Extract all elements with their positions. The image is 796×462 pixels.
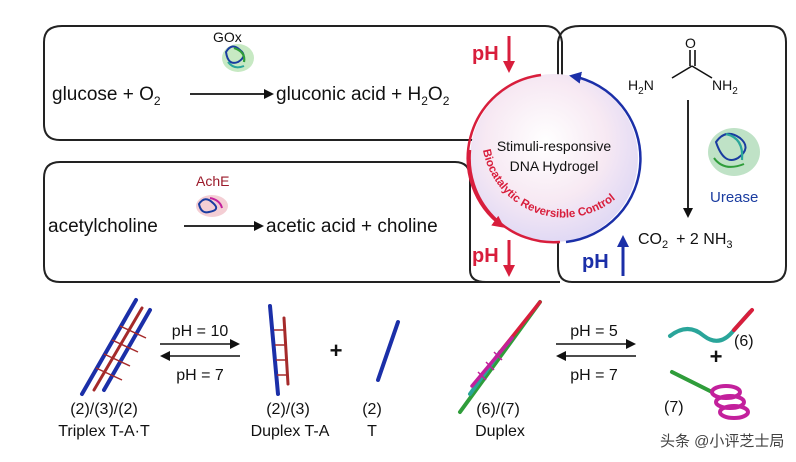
co-text: CO [638, 231, 662, 248]
co2-sub: 2 [662, 239, 668, 251]
gox-enzyme-icon [222, 44, 254, 72]
glucose-text: glucose + O [52, 84, 154, 105]
strand-7-coil [710, 384, 750, 420]
circle-line1: Stimuli-responsive [497, 138, 612, 154]
right-box [557, 25, 787, 283]
strand-6-wave [668, 310, 752, 343]
ph-top-label: pH [472, 43, 499, 65]
triplex-strands [80, 298, 152, 396]
gluconic-products: gluconic acid + H2O2 [276, 84, 450, 108]
glucose-reactant: glucose + O2 [52, 84, 161, 108]
urea-nh-sub: 2 [732, 86, 738, 97]
strand-6-tail [732, 308, 754, 332]
nh3-sub: 3 [726, 239, 732, 251]
o2-subscript: 2 [154, 94, 161, 108]
duplex-67-label1: (6)/(7) [476, 401, 520, 418]
eq1-top-label: pH = 10 [172, 323, 229, 340]
eq2-bottom-label: pH = 7 [570, 367, 618, 384]
t-label1: (2) [362, 401, 382, 418]
nh-text: + 2 NH [676, 231, 726, 248]
gox-label: GOx [213, 29, 242, 45]
acetic-products: acetic acid + choline [266, 216, 438, 237]
eq2-top-label: pH = 5 [570, 323, 618, 340]
ache-enzyme-icon [196, 195, 228, 217]
urease-products: CO2 + 2 NH3 [638, 231, 733, 251]
o-text: O [428, 84, 443, 105]
eq1-bottom-label: pH = 7 [176, 367, 224, 384]
h2-subscript: 2 [421, 94, 428, 108]
urease-enzyme-icon [708, 128, 760, 176]
circle-line2: DNA Hydrogel [510, 158, 599, 174]
plus-sign-2: + [710, 344, 723, 369]
urea-o: O [685, 35, 696, 51]
watermark-text: 头条 @小评芝士局 [660, 433, 784, 450]
urea-h: H [628, 77, 638, 93]
t-label2: T [367, 423, 377, 440]
urea-h2n: H2N [628, 77, 654, 97]
circle-red-arc [466, 73, 542, 228]
triplex-label2: Triplex T-A·T [58, 423, 150, 440]
circle-red-arc-2 [468, 149, 561, 244]
strand-6-label: (6) [734, 333, 754, 350]
urea-nh2: NH2 [712, 77, 738, 97]
duplex-ta-strands [268, 304, 290, 396]
strand-7-tail [670, 370, 714, 394]
ph-bottom-label: pH [472, 245, 499, 267]
strand-7-label: (7) [664, 399, 684, 416]
urea-structure [671, 50, 713, 79]
circle-blue-arc [565, 71, 642, 244]
urea-h-sub: 2 [638, 86, 644, 97]
single-strand-t [376, 320, 400, 382]
ph-right-label: pH [582, 251, 609, 273]
o2-subscript-2: 2 [443, 94, 450, 108]
duplex-ta-label1: (2)/(3) [266, 401, 310, 418]
hydrogel-circle [470, 74, 638, 242]
duplex-67-strands [458, 300, 542, 414]
urea-n: N [644, 77, 654, 93]
gluconic-text: gluconic acid + H [276, 84, 421, 105]
ache-label: AchE [196, 173, 229, 189]
urease-label: Urease [710, 189, 758, 206]
urea-nh: NH [712, 77, 732, 93]
duplex-67-label2: Duplex [475, 423, 525, 440]
plus-sign-1: + [330, 338, 343, 363]
duplex-ta-label2: Duplex T-A [251, 423, 330, 440]
triplex-label1: (2)/(3)/(2) [70, 401, 138, 418]
acetylcholine-reactant: acetylcholine [48, 216, 158, 237]
